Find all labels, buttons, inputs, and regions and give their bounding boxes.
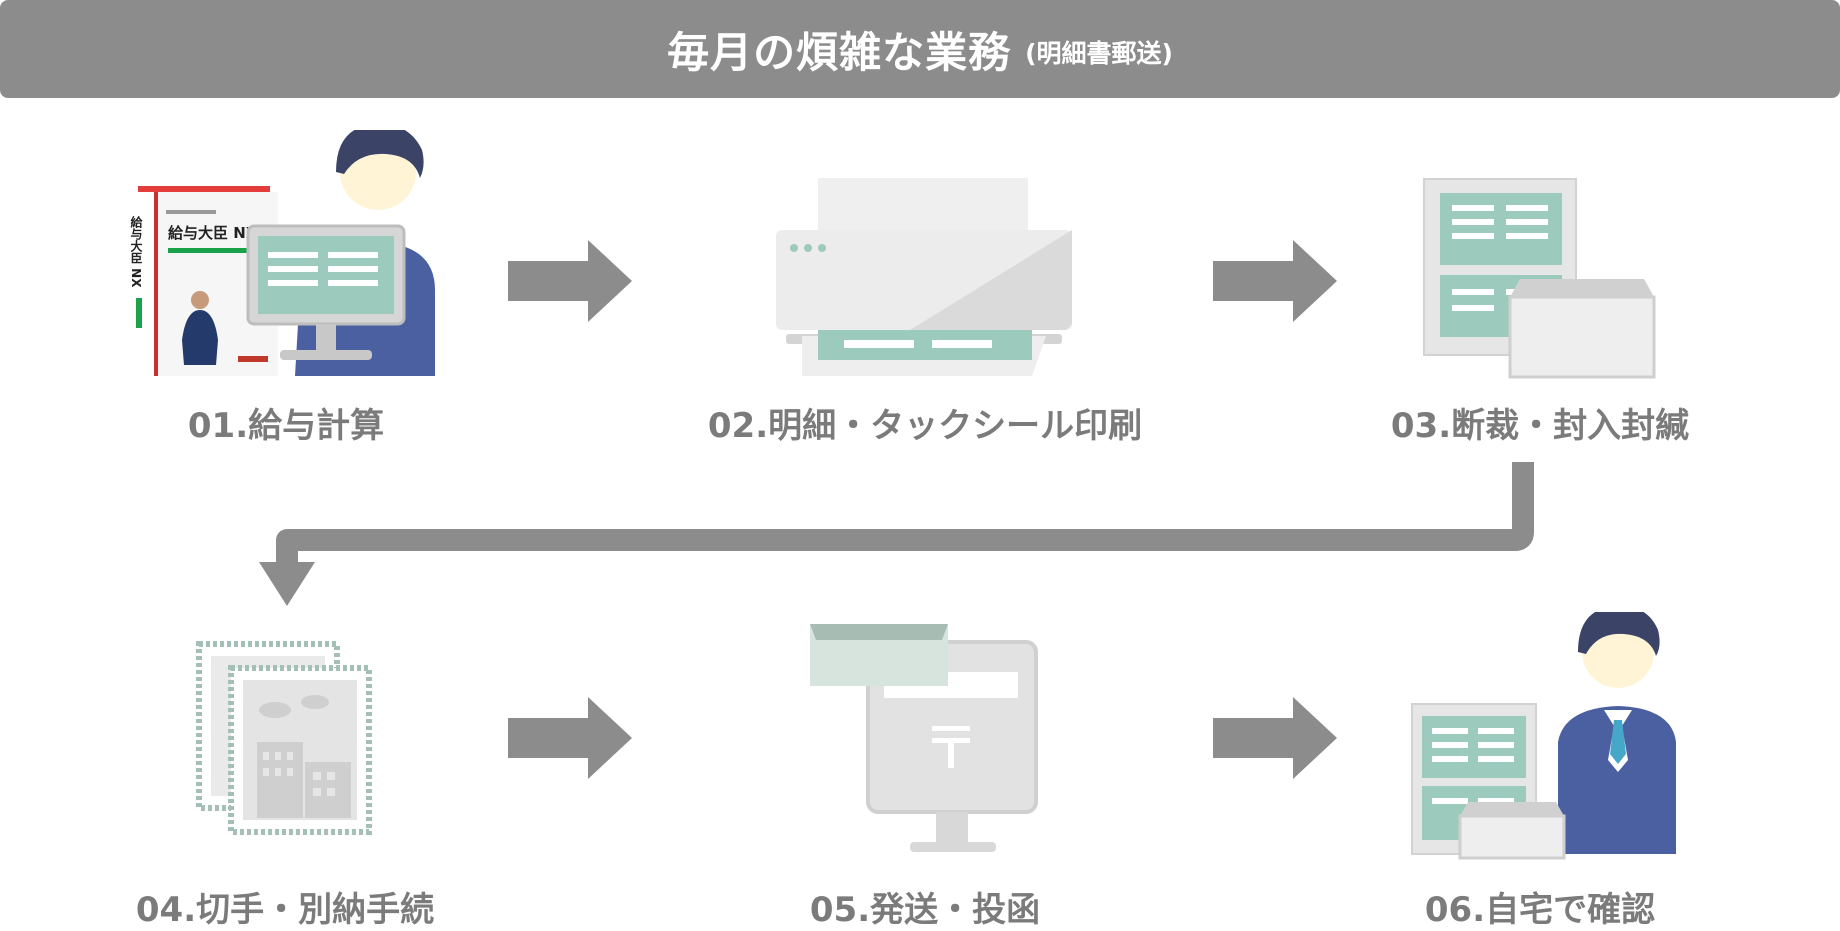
step-label-04: 04.切手・別納手続	[135, 890, 435, 930]
step-label-05: 05.発送・投函	[809, 890, 1041, 930]
printer-illustration	[776, 178, 1072, 376]
envelope-icon	[1458, 802, 1566, 860]
header-banner: 毎月の煩雑な業務 (明細書郵送)	[0, 0, 1840, 98]
envelope-icon	[810, 624, 948, 686]
right-arrow-icon	[508, 697, 632, 779]
banner-subtitle: (明細書郵送)	[1025, 39, 1173, 68]
right-arrow-icon	[508, 240, 632, 322]
computer-monitor-icon	[246, 224, 406, 360]
payroll-calculation-illustration: 給与大臣 NX 給与大臣 NX	[130, 130, 435, 376]
step-label-06: 06.自宅で確認	[1424, 890, 1656, 930]
mailbox-illustration	[810, 624, 1038, 852]
svg-text:給与大臣 NX: 給与大臣 NX	[168, 224, 258, 242]
envelope-icon	[1508, 279, 1656, 379]
home-check-illustration	[1411, 612, 1676, 860]
step-label-03: 03.断裁・封入封緘	[1390, 406, 1690, 446]
svg-text:給与大臣 NX: 給与大臣 NX	[130, 215, 143, 289]
office-worker-icon	[1558, 612, 1676, 854]
right-arrow-icon	[1213, 697, 1337, 779]
step-label-02: 02.明細・タックシール印刷	[707, 406, 1143, 446]
right-arrow-icon	[1213, 240, 1337, 322]
banner-title: 毎月の煩雑な業務	[667, 27, 1012, 77]
stamps-illustration	[196, 641, 372, 835]
cutting-enveloping-illustration	[1423, 178, 1656, 379]
connector-arrow-icon	[259, 462, 1534, 606]
stamp-icon	[228, 665, 372, 835]
step-label-01: 01.給与計算	[187, 406, 385, 446]
